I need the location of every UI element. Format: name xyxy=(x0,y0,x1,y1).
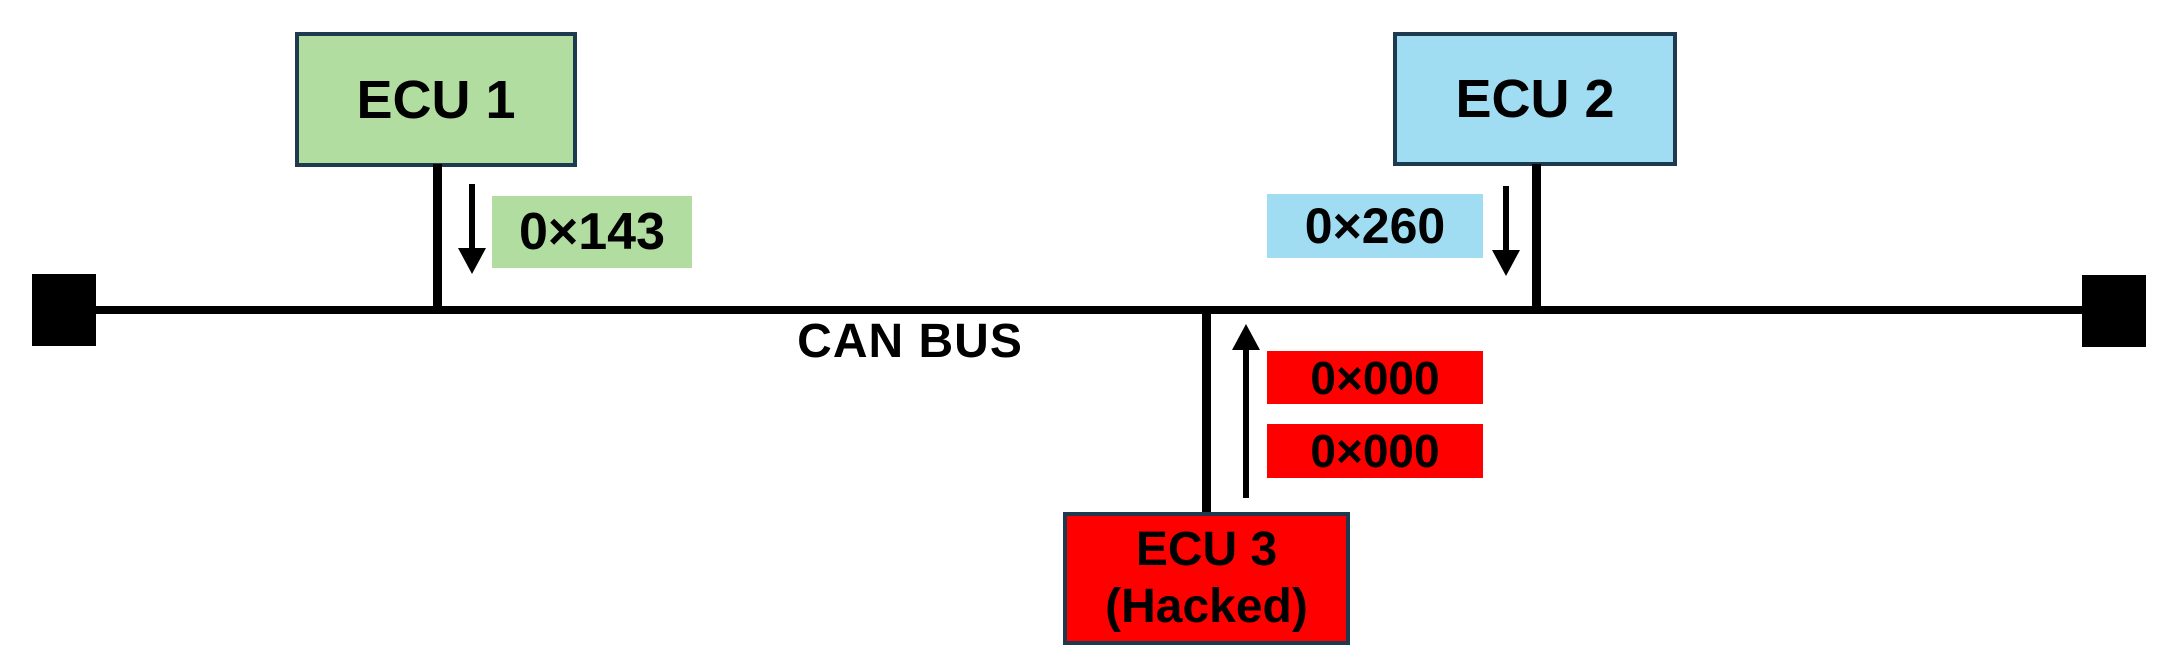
can-bus-line xyxy=(60,306,2112,314)
ecu3-message-badge-1: 0×000 xyxy=(1267,351,1483,404)
arrow-head-down-icon xyxy=(1492,250,1520,276)
bus-terminator-right xyxy=(2082,275,2146,347)
ecu1-label: ECU 1 xyxy=(356,69,516,130)
can-bus-label: CAN BUS xyxy=(797,315,1023,368)
ecu3-box: ECU 3 (Hacked) xyxy=(1063,512,1350,645)
ecu3-sublabel: (Hacked) xyxy=(1105,579,1308,633)
ecu1-message-badge: 0×143 xyxy=(492,196,692,268)
arrow-head-down-icon xyxy=(458,248,486,274)
ecu2-message-badge: 0×260 xyxy=(1267,194,1483,258)
ecu3-message-badge-2: 0×000 xyxy=(1267,424,1483,478)
ecu3-message-id-2: 0×000 xyxy=(1310,425,1440,477)
ecu3-bus-connector-line xyxy=(1202,310,1211,514)
ecu2-bus-connector-line xyxy=(1532,164,1541,310)
ecu2-label: ECU 2 xyxy=(1455,69,1615,129)
ecu1-bus-connector-line xyxy=(433,164,442,310)
ecu3-label: ECU 3 xyxy=(1135,522,1278,576)
arrow-shaft xyxy=(1503,186,1509,252)
ecu3-message-id-1: 0×000 xyxy=(1310,351,1440,404)
ecu2-box: ECU 2 xyxy=(1393,32,1677,166)
bus-terminator-left xyxy=(32,274,96,346)
arrow-shaft xyxy=(1243,348,1249,498)
ecu2-message-id: 0×260 xyxy=(1304,198,1446,254)
arrow-head-up-icon xyxy=(1232,324,1260,350)
ecu1-box: ECU 1 xyxy=(295,32,577,167)
ecu1-message-id: 0×143 xyxy=(518,203,666,261)
arrow-shaft xyxy=(469,184,475,250)
